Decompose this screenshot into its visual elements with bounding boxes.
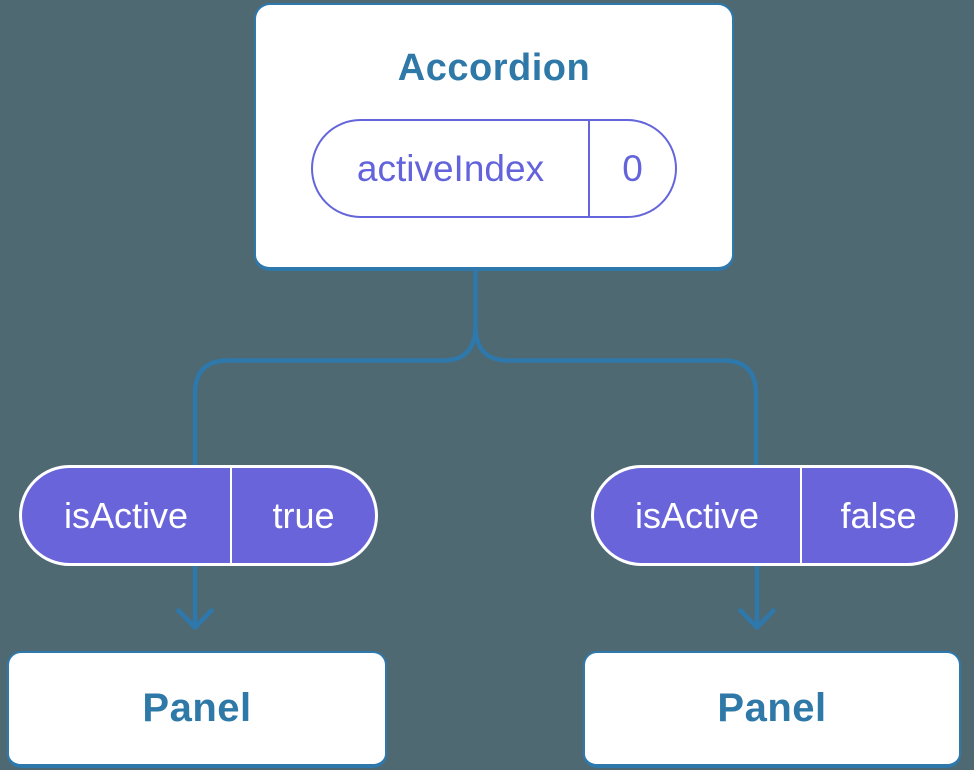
prop-pill-name: isActive [594,468,802,563]
panel-node-title: Panel [717,686,827,730]
arrow-down-icon [176,608,214,630]
prop-pill-name: isActive [22,468,232,563]
connector-branch-left [192,325,478,466]
state-pill-activeindex: activeIndex 0 [311,119,677,218]
panel-node-left: Panel [7,651,387,768]
accordion-node-title: Accordion [397,47,591,89]
panel-node-right: Panel [583,651,961,768]
prop-pill-value: false [840,494,917,536]
state-pill-name: activeIndex [313,121,590,216]
connector-branch-right [473,325,759,466]
prop-pill-isactive-true: isActive true [19,465,378,566]
accordion-node: Accordion activeIndex 0 [254,3,734,271]
arrow-down-icon [738,608,776,630]
prop-pill-isactive-false: isActive false [591,465,958,566]
state-pill-value: 0 [622,147,643,189]
prop-pill-value: true [272,494,335,536]
panel-node-title: Panel [142,686,252,730]
